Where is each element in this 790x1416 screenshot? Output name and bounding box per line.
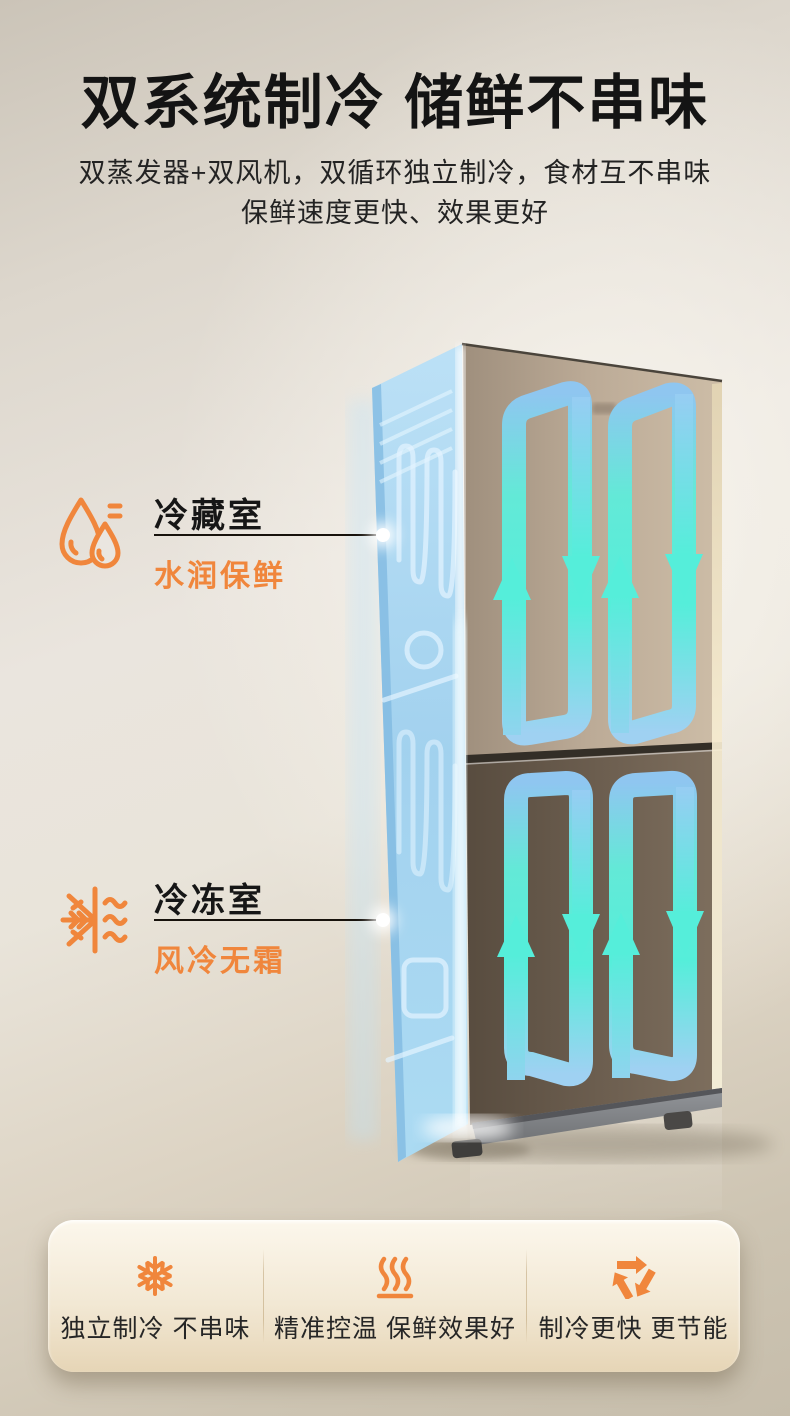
airflow-arrows-fridge [493, 394, 703, 735]
hero-section: 双系统制冷 储鲜不串味 双蒸发器+双风机，双循环独立制冷，食材互不串味 保鲜速度… [0, 0, 790, 233]
compartment-name: 冷冻室 [154, 882, 265, 920]
edge-glow [422, 346, 514, 1140]
feature-precise-temperature: 精准控温 保鲜效果好 [274, 1253, 516, 1345]
feature-divider [263, 1249, 264, 1343]
fridge-base [451, 1088, 722, 1159]
callout-fridge-compartment: 冷藏室 水润保鲜 [57, 488, 417, 623]
fridge-door-top [463, 345, 722, 757]
callout-text-block: 冷冻室 风冷无霜 [154, 873, 417, 1008]
callout-dot [376, 913, 390, 927]
water-drops-icon [59, 497, 123, 569]
airflow-loops-fridge [502, 381, 696, 746]
fridge-foot-right [663, 1110, 693, 1131]
feature-label: 精准控温 保鲜效果好 [274, 1315, 516, 1343]
fridge-door-bottom [466, 748, 722, 1125]
feature-independent-cooling: 独立制冷 不串味 [61, 1253, 251, 1345]
subtitle-line-2: 保鲜速度更快、效果更好 [241, 197, 549, 228]
snowflake-icon [137, 1256, 174, 1296]
airflow-loops-freezer [504, 770, 697, 1087]
compartment-tagline: 水润保鲜 [154, 560, 286, 593]
feature-divider [526, 1249, 527, 1343]
compartment-tagline: 风冷无霜 [154, 945, 286, 978]
feature-label: 独立制冷 不串味 [60, 1315, 251, 1343]
brand-logo-mark [592, 403, 616, 414]
recycle-icon [612, 1256, 657, 1299]
page-title: 双系统制冷 储鲜不串味 [80, 70, 710, 136]
fridge-foot-left [451, 1138, 483, 1159]
steam-icon [376, 1256, 414, 1299]
feature-bar: 独立制冷 不串味 精准控温 保鲜效果好 [48, 1220, 740, 1372]
xray-side-panel [348, 344, 468, 1162]
condenser-slats [379, 389, 453, 484]
fridge-front [461, 342, 723, 1125]
feature-fast-energy-saving: 制冷更快 更节能 [539, 1253, 729, 1345]
door-divider [466, 742, 722, 763]
callout-dot [376, 528, 390, 542]
fridge-shadow [403, 1127, 773, 1161]
callout-freezer-compartment: 冷冻室 风冷无霜 [57, 873, 417, 1008]
compartment-name: 冷藏室 [154, 497, 265, 535]
frost-free-wind-icon [60, 886, 128, 954]
airflow-arrows-freezer [497, 787, 704, 1080]
foot-shadow [410, 1140, 530, 1160]
subtitle-line-1: 双蒸发器+双风机，双循环独立制冷，食材互不串味 [78, 157, 712, 188]
door-edge-highlight [712, 383, 722, 1091]
callout-line [154, 528, 390, 542]
callout-line [154, 913, 390, 927]
callout-text-block: 冷藏室 水润保鲜 [154, 488, 417, 623]
feature-label: 制冷更快 更节能 [538, 1315, 729, 1343]
